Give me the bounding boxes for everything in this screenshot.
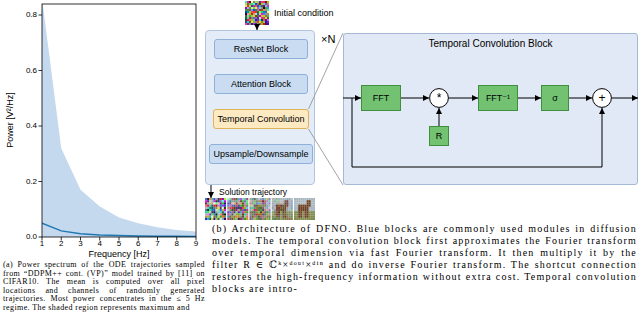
module-block: Upsample/Downsample bbox=[209, 144, 312, 164]
plot-frame bbox=[42, 4, 196, 237]
node-label: Upsample/Downsample bbox=[213, 149, 308, 160]
axis-title: Power [V²/Hz] bbox=[5, 92, 15, 148]
tick-label: 8 bbox=[167, 239, 187, 248]
noise-picture bbox=[245, 1, 269, 25]
repeated-block-stack: ResNet BlockAttention BlockTemporal Conv… bbox=[205, 30, 315, 185]
tick-label: 1 bbox=[32, 239, 52, 248]
node-label: Attention Block bbox=[231, 79, 291, 90]
flow-arrow bbox=[449, 98, 478, 99]
tick-label: 6 bbox=[128, 239, 148, 248]
operation-box: σ bbox=[541, 85, 569, 111]
signal-line bbox=[352, 98, 602, 167]
tick-label: 9 bbox=[186, 239, 206, 248]
node-label: Solution trajectory bbox=[219, 187, 287, 197]
module-block: Attention Block bbox=[214, 74, 308, 94]
noise-image: Initial condition bbox=[245, 1, 269, 25]
tick-label: 0.2 bbox=[0, 177, 37, 187]
tick-label: 0.6 bbox=[0, 66, 37, 76]
y-tick bbox=[39, 237, 43, 238]
subfigure-caption: (a) Power spectrum of the ODE trajectori… bbox=[3, 261, 205, 312]
operation-box: FFT⁻¹ bbox=[478, 85, 518, 111]
temporal-conv-block: Temporal Convolution bbox=[213, 109, 308, 129]
trajectory-strip: Solution trajectory bbox=[205, 198, 315, 220]
temporal-conv-detail: FFT * R FFT⁻¹ σ + Temporal Convolution Block bbox=[343, 33, 638, 185]
zoom-line bbox=[309, 33, 343, 109]
signal-line bbox=[343, 98, 361, 99]
node-label: Temporal Convolution Block bbox=[344, 34, 637, 50]
node-label: ×N bbox=[321, 33, 335, 46]
tick-label: 3 bbox=[71, 239, 91, 248]
subfigure-caption: (b) Architecture of DFNO. Blue blocks ar… bbox=[212, 223, 637, 295]
y-tick bbox=[39, 70, 43, 71]
signal-line bbox=[612, 98, 638, 99]
y-tick bbox=[39, 126, 43, 127]
flow-arrow bbox=[401, 98, 429, 99]
y-tick bbox=[39, 181, 43, 182]
module-block: ResNet Block bbox=[214, 39, 308, 59]
operation-box: FFT bbox=[361, 85, 401, 111]
tick-label: 4 bbox=[90, 239, 110, 248]
flow-arrow bbox=[211, 185, 212, 198]
flow-arrow bbox=[439, 108, 440, 126]
operator-circle: * bbox=[429, 88, 449, 108]
node-label: * bbox=[437, 92, 442, 104]
tick-label: 0.8 bbox=[0, 10, 37, 20]
trajectory-pictures bbox=[205, 198, 315, 220]
zoom-line bbox=[309, 129, 343, 185]
node-label: + bbox=[598, 92, 605, 104]
node-label: FFT⁻¹ bbox=[486, 93, 510, 104]
flow-arrow bbox=[518, 98, 541, 99]
operation-box: R bbox=[429, 126, 449, 146]
node-label: R bbox=[436, 131, 443, 142]
tick-label: 7 bbox=[148, 239, 168, 248]
operator-ring bbox=[593, 89, 612, 108]
mean-line bbox=[42, 223, 196, 236]
operator-circle: + bbox=[592, 88, 612, 108]
flow-arrow bbox=[257, 25, 258, 30]
tick-label: 2 bbox=[51, 239, 71, 248]
node-label: Temporal Convolution bbox=[217, 114, 304, 125]
operator-ring bbox=[430, 89, 449, 108]
tick-label: 5 bbox=[109, 239, 129, 248]
node-label: ResNet Block bbox=[234, 44, 289, 55]
shaded-range bbox=[42, 4, 196, 237]
tick-label: 0.0 bbox=[0, 232, 37, 242]
node-label: σ bbox=[552, 93, 558, 104]
axis-title: Frequency [Hz] bbox=[88, 249, 149, 259]
node-label: Initial condition bbox=[274, 1, 334, 25]
node-label: FFT bbox=[373, 93, 390, 104]
y-tick bbox=[39, 15, 43, 16]
flow-arrow bbox=[569, 98, 592, 99]
